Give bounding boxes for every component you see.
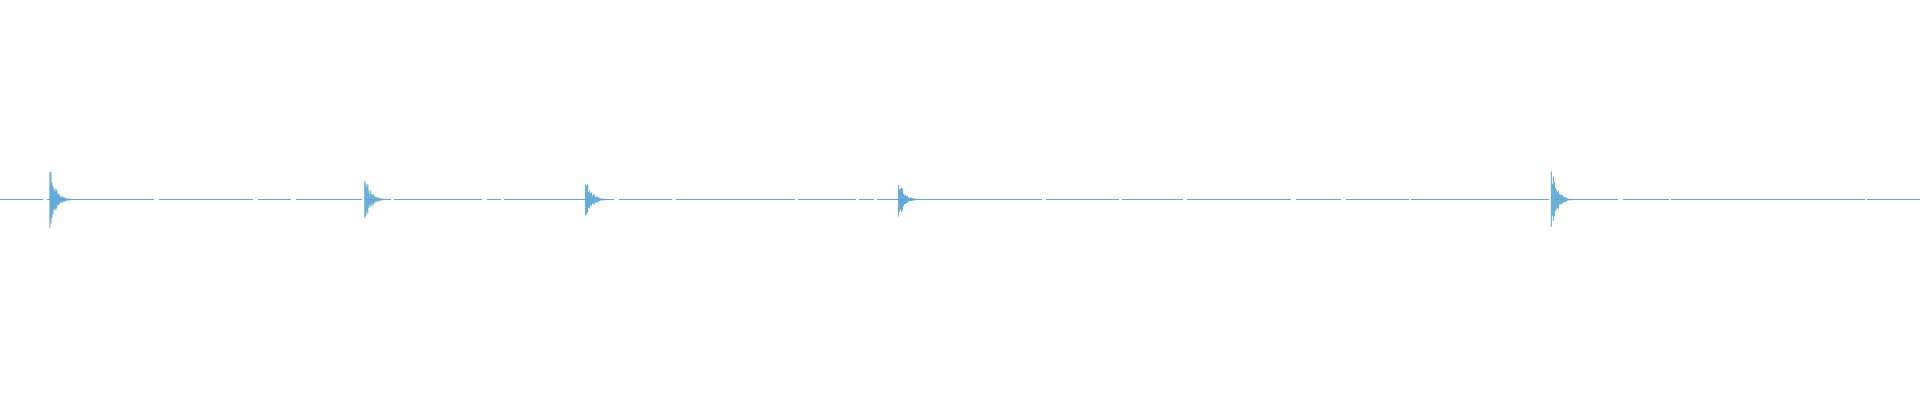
transient-burst [898, 184, 918, 217]
transient-burst [49, 171, 71, 229]
transient-burst [585, 184, 607, 216]
waveform-transients [49, 171, 1572, 229]
transient-burst [364, 180, 385, 218]
transient-burst [1550, 171, 1572, 227]
